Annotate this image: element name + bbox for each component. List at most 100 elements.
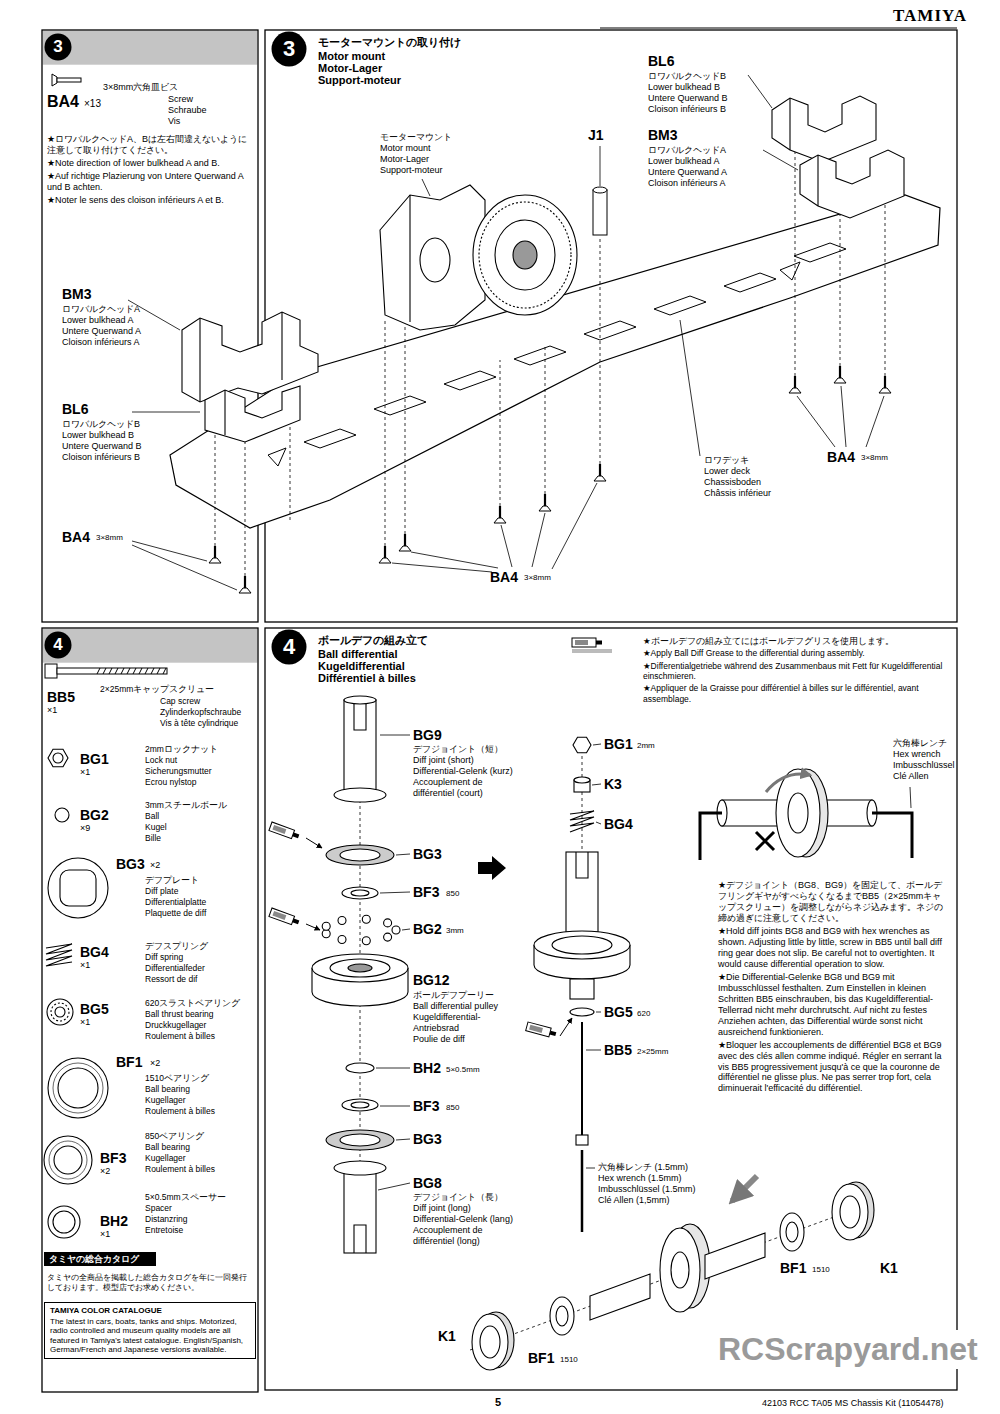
part-name: Entretoise	[145, 1225, 183, 1235]
diff-part	[362, 915, 370, 923]
spur-gear	[473, 195, 577, 315]
assembly-axis	[470, 1202, 875, 1350]
part-code: BG4	[80, 944, 109, 961]
part-code: BF1	[780, 1260, 806, 1277]
quantity: ×1	[80, 767, 90, 778]
part-name: Imbusschlüssel (1.5mm)	[598, 1184, 696, 1195]
part-code: BF1	[116, 1054, 142, 1071]
part-name: Lower bulkhead A	[62, 315, 134, 326]
part-name: Untere Querwand B	[648, 93, 728, 104]
leader-line	[396, 1139, 410, 1140]
part-name: Châssis inférieur	[704, 488, 771, 499]
step-number-text: 3	[53, 37, 62, 57]
watermark: RCScrapyard.net	[716, 1330, 980, 1369]
view-arrow	[732, 1176, 757, 1201]
x-mark	[756, 832, 774, 850]
leader-line	[596, 1012, 601, 1013]
part-name: Cap screw	[160, 696, 200, 706]
screw-ba4	[209, 366, 891, 593]
diff-wrench-figure	[722, 800, 782, 826]
part-name: Zylinderkopfschraube	[160, 707, 241, 717]
quantity: ×1	[47, 705, 57, 716]
leader-line	[396, 854, 410, 855]
part-code: BF3	[413, 884, 439, 901]
lower-bulkhead	[789, 98, 790, 150]
assembly-line	[545, 345, 546, 494]
part-name: Untere Querwand B	[62, 441, 142, 452]
part-code: BG5	[80, 1001, 109, 1018]
leader-line	[841, 386, 846, 447]
part-name: Untere Querwand A	[648, 167, 727, 178]
diff-part	[840, 1196, 860, 1228]
note-text: ★Auf richtige Plazierung von Untere Quer…	[47, 171, 252, 193]
diff-part	[346, 1063, 374, 1073]
part-name: Ball bearing	[145, 1084, 190, 1094]
diff-part	[334, 1161, 386, 1175]
note-text: ★Apply Ball Diff Grease to the different…	[643, 648, 948, 658]
step-title: Ball differential	[318, 648, 397, 661]
part-name: ロワバルクヘッドB	[62, 419, 140, 430]
grease-arrow	[306, 838, 572, 1036]
part-name: デフジョイント（短）	[413, 744, 503, 755]
part-icon	[58, 1068, 98, 1108]
part-code: BA4	[490, 569, 518, 586]
diff-part	[576, 852, 588, 878]
screw-ba4	[399, 534, 411, 551]
diff-part	[590, 1274, 650, 1320]
grease-tube	[526, 1022, 557, 1038]
diff-part	[354, 1225, 366, 1253]
part-name: Cloison inférieurs B	[62, 452, 140, 463]
lower-deck	[724, 273, 776, 292]
diff-part	[344, 696, 376, 704]
step-title: Kugeldifferential	[318, 660, 405, 673]
leader-line	[376, 1068, 410, 1069]
hex-wrench	[581, 1150, 584, 1232]
part-name: Hex wrench (1.5mm)	[598, 1173, 682, 1184]
part-name: デフジョイント（長）	[413, 1192, 503, 1203]
lower-bulkhead	[800, 150, 904, 218]
leader-line	[866, 396, 884, 447]
cap-screw-icon	[45, 664, 167, 678]
screw-ba4	[494, 506, 506, 523]
lower-bulkhead	[199, 318, 200, 402]
hex-wrench	[700, 813, 722, 860]
diff-part	[344, 1168, 376, 1253]
post-j1	[593, 187, 607, 235]
part-icon	[60, 870, 96, 906]
part-name: Vis à tête cylindrique	[160, 718, 238, 728]
part-name: Schraube	[168, 105, 207, 116]
part-name: Ecrou nylstop	[145, 777, 197, 787]
step-title: Support-moteur	[318, 74, 401, 87]
part-name: Kugellager	[145, 1095, 186, 1105]
screw-ba4	[594, 464, 606, 481]
part-name: Kugellager	[145, 1153, 186, 1163]
part-name: 5×0.5mmスペーサー	[145, 1192, 226, 1202]
part-icon	[53, 1063, 103, 1113]
part-name: 2mmロックナット	[145, 744, 218, 754]
part-icon	[53, 753, 63, 763]
screw-icon	[52, 74, 81, 86]
leader-line	[910, 787, 911, 808]
part-icon	[48, 1058, 108, 1118]
part-icon	[51, 1003, 69, 1021]
diff-part	[570, 979, 594, 999]
diff-part	[660, 1228, 700, 1312]
leader-line	[132, 412, 200, 413]
lower-deck	[514, 346, 566, 365]
part-code: BA4	[47, 92, 79, 112]
diff-part	[566, 852, 598, 932]
screw-ba4	[879, 376, 891, 393]
part-code: BF3	[413, 1098, 439, 1115]
assembly-line	[245, 440, 246, 576]
diff-part	[351, 1102, 369, 1108]
instruction-text: ★Bloquer les accouplements de différenti…	[718, 1040, 948, 1095]
part-code: K3	[604, 776, 622, 793]
part-name: Differentialplatte	[145, 897, 206, 907]
part-name: Vis	[168, 116, 180, 127]
leader-line	[380, 892, 410, 893]
lower-deck	[780, 262, 800, 280]
step-number-text: 3	[283, 36, 295, 62]
instruction-text: ★Die Differential-Gelenke BG8 und BG9 mi…	[718, 972, 948, 1038]
part-name: Roulement à billes	[145, 1106, 215, 1116]
post-j1	[593, 187, 607, 193]
